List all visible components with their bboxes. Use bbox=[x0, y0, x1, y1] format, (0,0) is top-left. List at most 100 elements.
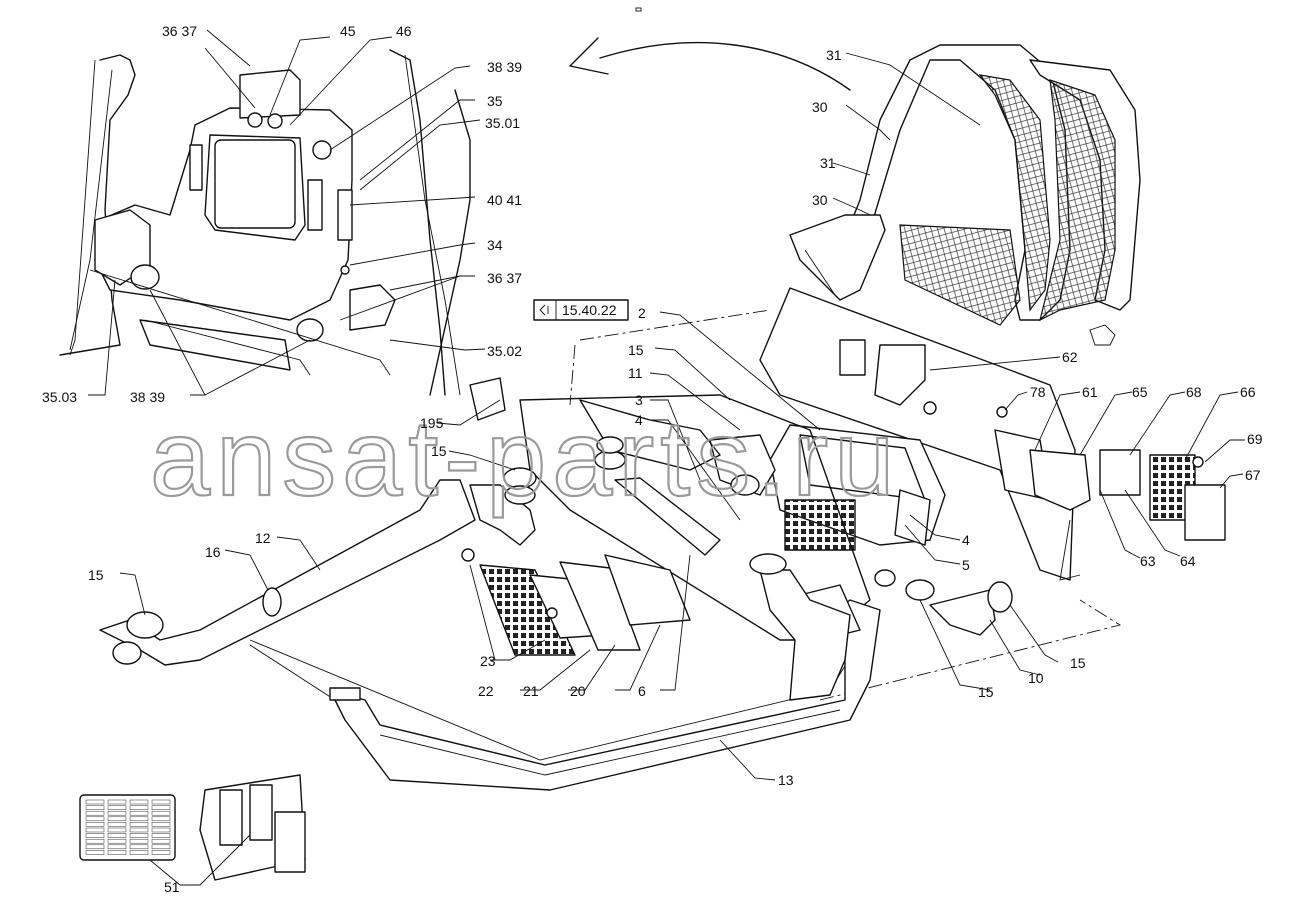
callout-label-15-a: 15 bbox=[628, 342, 644, 358]
callout-label-78: 78 bbox=[1030, 384, 1046, 400]
seat-back-assembly bbox=[789, 44, 1141, 346]
callout-label-5: 5 bbox=[962, 557, 970, 573]
reference-box: 15.40.22 bbox=[533, 299, 629, 321]
console-handle bbox=[239, 69, 301, 119]
callout-label-36-37-mid: 36 37 bbox=[487, 270, 522, 286]
fuse-slot bbox=[107, 816, 127, 822]
air-duct-unit bbox=[709, 424, 946, 551]
fuse-slot bbox=[151, 838, 171, 844]
callout-label-68: 68 bbox=[1186, 384, 1202, 400]
fuse-slot bbox=[151, 816, 171, 822]
fuse-slot bbox=[129, 822, 149, 827]
fuse-slot bbox=[129, 799, 149, 805]
callout-label-31-mid: 31 bbox=[820, 155, 836, 171]
callout-label-34: 34 bbox=[487, 237, 503, 253]
fuse-slot bbox=[129, 816, 149, 822]
console-inset bbox=[59, 49, 471, 396]
fuse-slot bbox=[107, 838, 127, 844]
left-hose bbox=[99, 377, 626, 666]
fuse-slot bbox=[85, 810, 105, 816]
callout-label-30-mid: 30 bbox=[812, 192, 828, 208]
callout-label-4-a: 4 bbox=[635, 412, 643, 428]
reference-box-label: 15.40.22 bbox=[562, 302, 617, 318]
callout-label-13: 13 bbox=[778, 772, 794, 788]
fuse-slot bbox=[85, 844, 105, 850]
fuse-slot bbox=[151, 805, 171, 810]
leader-lines bbox=[88, 29, 1245, 886]
callout-label-62: 62 bbox=[1062, 349, 1078, 365]
fuse-slot bbox=[129, 833, 149, 838]
callout-label-63: 63 bbox=[1140, 553, 1156, 569]
callout-label-38-39-top: 38 39 bbox=[487, 59, 522, 75]
fuse-slot bbox=[85, 827, 105, 833]
callout-label-61: 61 bbox=[1082, 384, 1098, 400]
fuse-slot bbox=[151, 822, 171, 827]
callout-label-35-02: 35.02 bbox=[487, 343, 522, 359]
right-hose bbox=[749, 553, 1013, 701]
callout-label-38-39-bottom: 38 39 bbox=[130, 389, 165, 405]
fuse-slot bbox=[85, 799, 105, 805]
fuse-slot bbox=[85, 838, 105, 844]
fuse-slot bbox=[129, 805, 149, 810]
fuse-slot bbox=[129, 838, 149, 844]
callout-label-69: 69 bbox=[1247, 431, 1263, 447]
fuse-slot bbox=[151, 850, 171, 855]
fuse-slot bbox=[107, 833, 127, 838]
callout-label-15-e: 15 bbox=[1070, 655, 1086, 671]
callout-label-195: 195 bbox=[420, 415, 444, 431]
fuse-slot bbox=[107, 850, 127, 855]
mount-plate bbox=[759, 287, 1081, 581]
callout-label-36-37-top: 36 37 bbox=[162, 23, 197, 39]
filter-stack bbox=[461, 477, 721, 656]
callout-label-46: 46 bbox=[396, 23, 412, 39]
fuse-slot bbox=[151, 799, 171, 805]
fuse-slot bbox=[107, 844, 127, 850]
fuse-slot bbox=[85, 833, 105, 838]
callout-label-3: 3 bbox=[635, 392, 643, 408]
callout-label-23: 23 bbox=[480, 653, 496, 669]
fuse-slot bbox=[129, 850, 149, 855]
callout-label-22: 22 bbox=[478, 683, 494, 699]
fuse-slot bbox=[129, 827, 149, 833]
callout-label-66: 66 bbox=[1240, 384, 1256, 400]
fuse-slot bbox=[151, 833, 171, 838]
callout-label-2: 2 bbox=[638, 305, 646, 321]
fuse-slot bbox=[107, 805, 127, 810]
callout-label-10: 10 bbox=[1028, 670, 1044, 686]
console-display bbox=[214, 139, 296, 229]
callout-label-21: 21 bbox=[523, 683, 539, 699]
callout-label-16: 16 bbox=[205, 544, 221, 560]
callout-label-64: 64 bbox=[1180, 553, 1196, 569]
fuse-slot bbox=[107, 799, 127, 805]
fuse-slot bbox=[85, 822, 105, 827]
fuse-slot bbox=[129, 844, 149, 850]
callout-label-11: 11 bbox=[628, 365, 643, 381]
callout-label-45: 45 bbox=[340, 23, 356, 39]
callout-label-31-top: 31 bbox=[826, 47, 842, 63]
callout-label-35: 35 bbox=[487, 93, 503, 109]
callout-label-4-b: 4 bbox=[962, 532, 970, 548]
callout-label-40-41: 40 41 bbox=[487, 192, 522, 208]
callout-label-30-top: 30 bbox=[812, 99, 828, 115]
callout-label-6: 6 bbox=[638, 683, 646, 699]
fuse-panel bbox=[79, 774, 306, 881]
fuse-slot bbox=[107, 822, 127, 827]
fuse-slot bbox=[151, 844, 171, 850]
fuse-slot bbox=[85, 816, 105, 822]
callout-label-20: 20 bbox=[570, 683, 586, 699]
direction-arrow bbox=[569, 7, 851, 91]
callout-label-15-c: 15 bbox=[88, 567, 104, 583]
callout-label-15-d: 15 bbox=[978, 684, 994, 700]
fuse-slot bbox=[107, 810, 127, 816]
callout-label-65: 65 bbox=[1132, 384, 1148, 400]
fuse-slot bbox=[85, 850, 105, 855]
fuse-slot bbox=[129, 810, 149, 816]
callout-label-12: 12 bbox=[255, 530, 271, 546]
fuse-slot bbox=[151, 810, 171, 816]
fuse-slot bbox=[151, 827, 171, 833]
callout-label-51: 51 bbox=[164, 879, 180, 895]
callout-label-15-b: 15 bbox=[431, 443, 447, 459]
fuse-slot bbox=[107, 827, 127, 833]
